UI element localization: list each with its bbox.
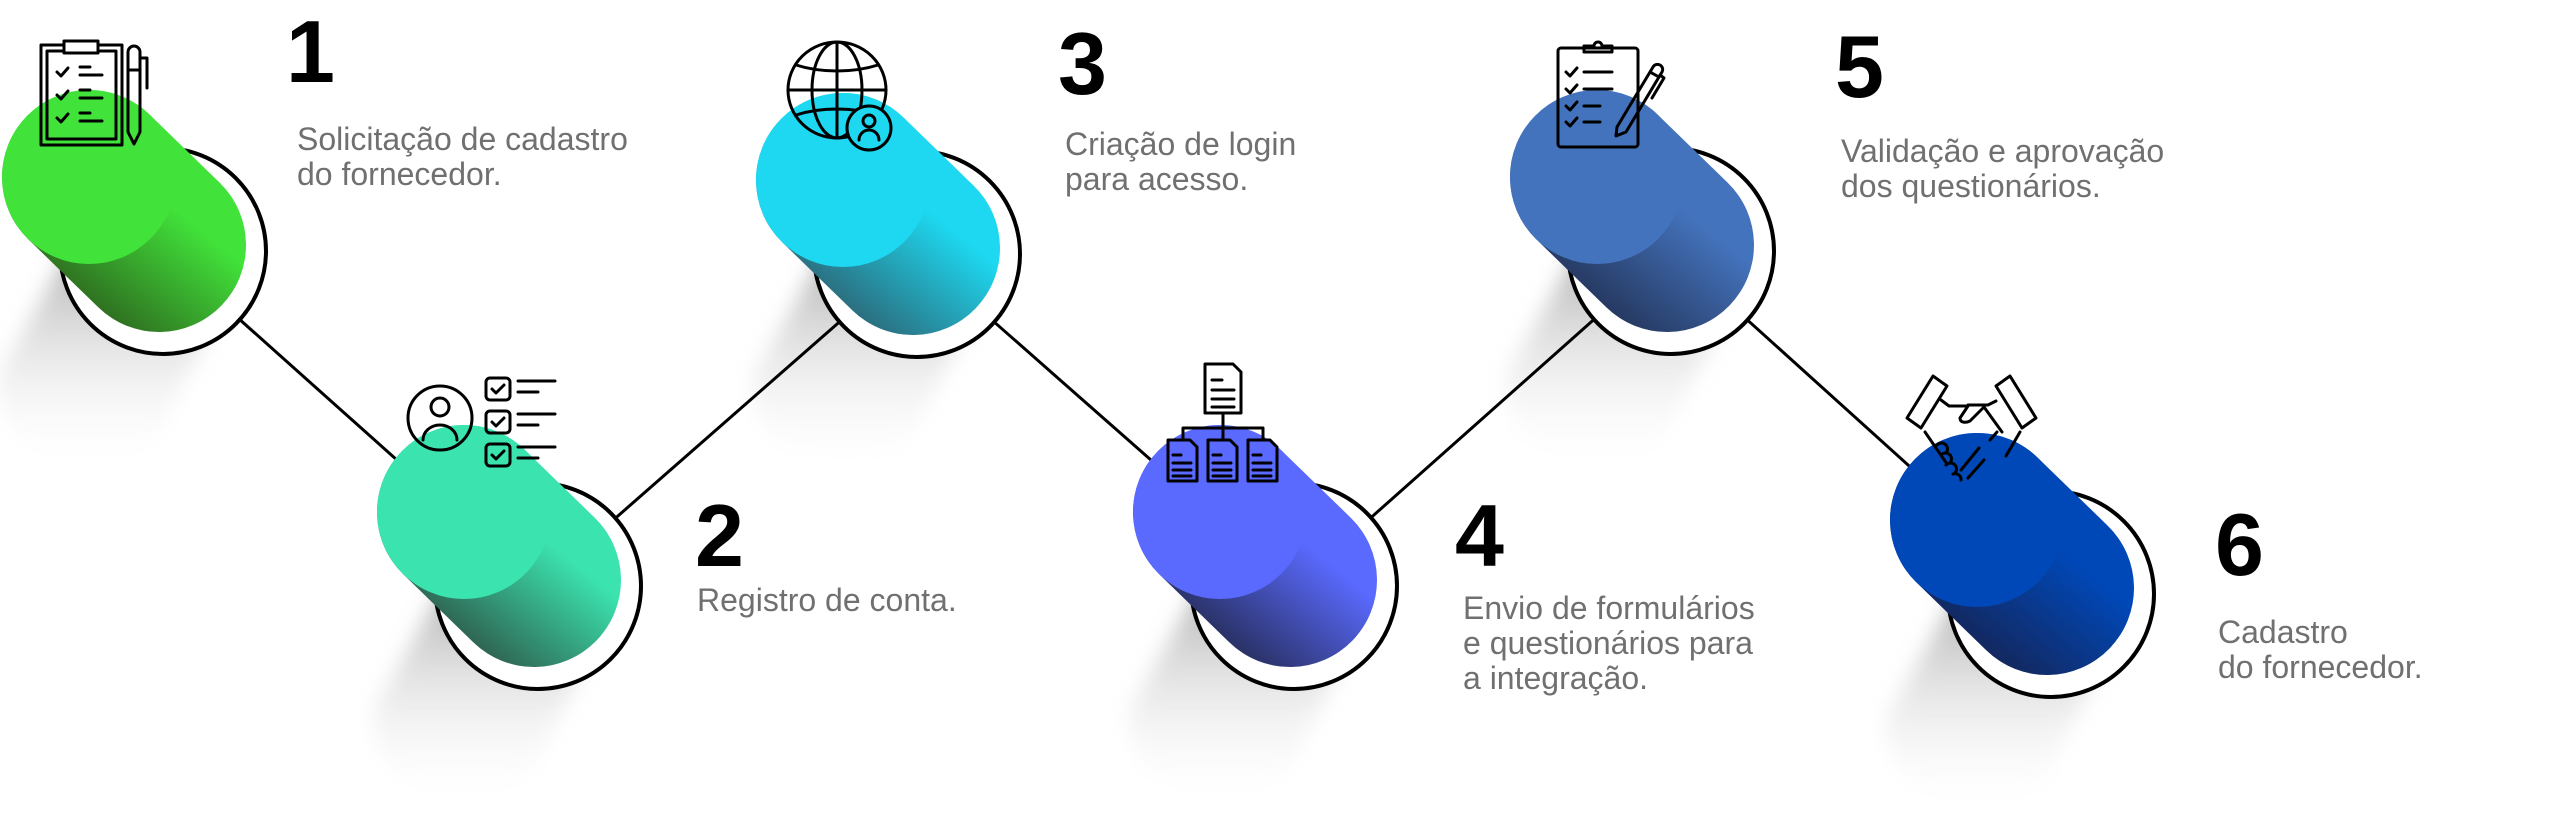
clipboard-checklist-pen-icon bbox=[39, 39, 149, 147]
step-2-description: Registro de conta. bbox=[697, 582, 957, 618]
handshake-icon bbox=[1905, 374, 2038, 482]
step-6-number: 6 bbox=[2215, 495, 2264, 594]
step-5-description: Validação e aprovação dos questionários. bbox=[1841, 133, 2165, 204]
step-cylinder-top bbox=[2, 90, 176, 264]
step-3-node bbox=[756, 93, 1022, 359]
step-cylinder-top bbox=[1510, 90, 1684, 264]
step-5-number: 5 bbox=[1835, 17, 1884, 116]
clipboard-pencil-icon bbox=[1556, 40, 1666, 149]
globe-user-icon bbox=[786, 40, 893, 152]
step-2-number: 2 bbox=[695, 486, 744, 585]
step-4-description: Envio de formulários e questionários par… bbox=[1463, 590, 1755, 696]
step-4-number: 4 bbox=[1455, 486, 1504, 585]
step-cylinder-top bbox=[377, 425, 551, 599]
step-1-description: Solicitação de cadastro do fornecedor. bbox=[297, 121, 628, 192]
step-cylinder-top bbox=[1890, 433, 2064, 607]
user-checklist-icon bbox=[406, 376, 557, 468]
step-5-node bbox=[1510, 90, 1776, 356]
step-6-node bbox=[1890, 433, 2156, 699]
step-1-number: 1 bbox=[286, 2, 335, 101]
step-2-node bbox=[377, 425, 643, 691]
step-3-description: Criação de login para acesso. bbox=[1065, 126, 1297, 197]
step-6-description: Cadastro do fornecedor. bbox=[2218, 614, 2423, 685]
step-cylinder-top bbox=[756, 93, 930, 267]
step-cylinder-top bbox=[1133, 425, 1307, 599]
step-3-number: 3 bbox=[1058, 14, 1107, 113]
document-hierarchy-icon bbox=[1166, 362, 1279, 483]
